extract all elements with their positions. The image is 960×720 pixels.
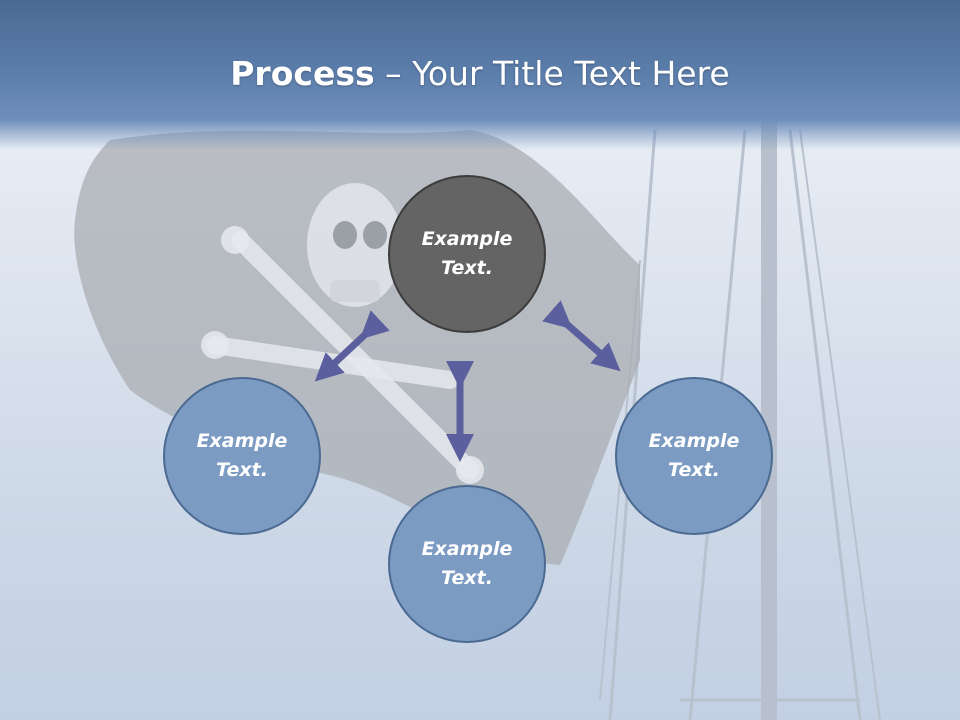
node-label-line2: Text. (441, 257, 493, 279)
node-label-line1: Example (421, 228, 513, 250)
node-label-line1: Example (648, 430, 740, 452)
node-label-line2: Text. (668, 459, 720, 481)
title-bold-text: Process (230, 54, 375, 93)
node-label-line1: Example (421, 538, 513, 560)
node-label-line2: Text. (441, 567, 493, 589)
flag (74, 130, 640, 565)
node-label-line2: Text. (216, 459, 268, 481)
slide-title: Process – Your Title Text Here (0, 52, 960, 96)
title-regular-text: – Your Title Text Here (374, 54, 730, 93)
node-label-line1: Example (196, 430, 288, 452)
title-band (0, 0, 960, 150)
